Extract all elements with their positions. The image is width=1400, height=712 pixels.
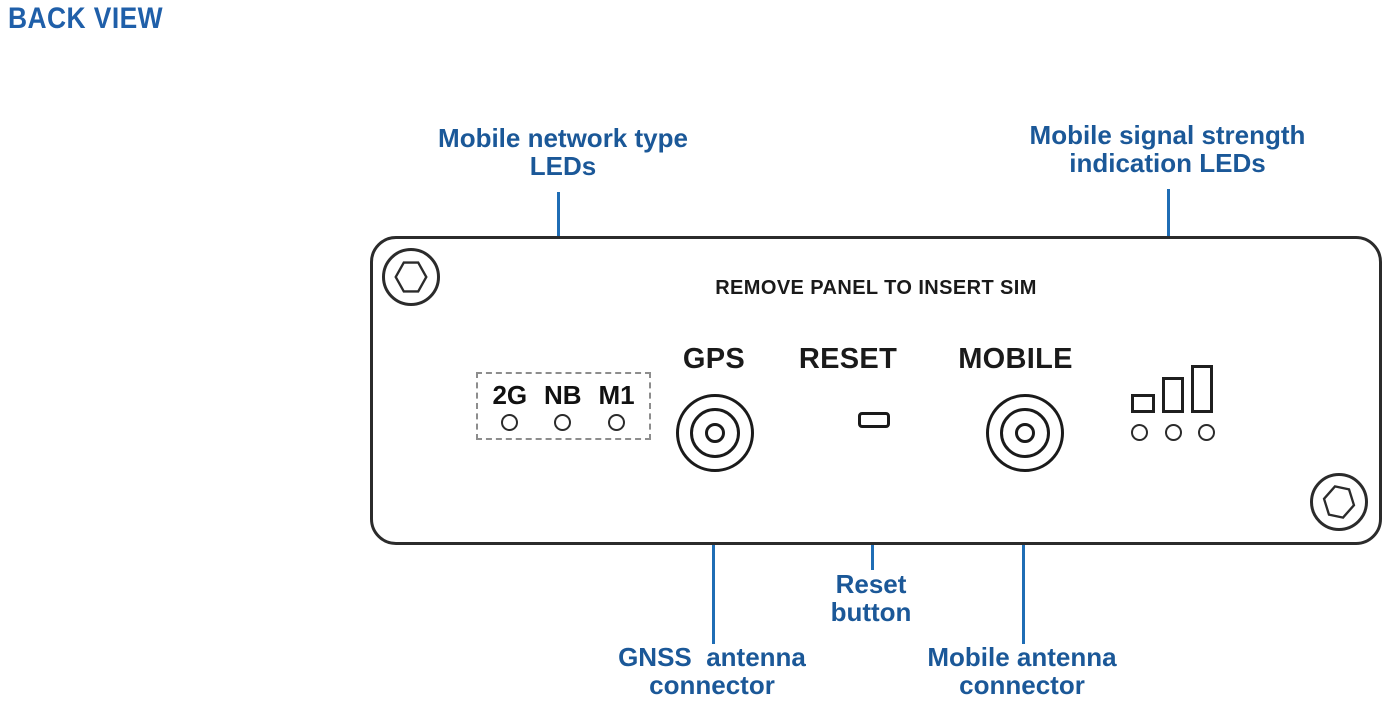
leader-line-gnss-connector xyxy=(712,470,715,644)
network-led-2g-label: 2G xyxy=(492,379,528,410)
device-back-panel: REMOVE PANEL TO INSERT SIM 2G NB M1 xyxy=(370,236,1382,545)
led-indicator-m1 xyxy=(608,413,625,431)
reset-port-label: RESET xyxy=(798,343,898,375)
page-title: BACK VIEW xyxy=(8,2,164,35)
hex-screw-top-left xyxy=(382,248,440,306)
callout-signal-strength-leds: Mobile signal strength indication LEDs xyxy=(1029,120,1306,178)
signal-strength-bars xyxy=(1131,365,1215,413)
network-led-m1-label: M1 xyxy=(598,379,635,410)
led-indicator-signal-2 xyxy=(1164,424,1182,441)
led-indicator-2g xyxy=(501,413,519,431)
callout-gnss-connector: GNSS antenna connector xyxy=(618,642,806,700)
gps-port-label: GPS xyxy=(682,343,746,375)
led-indicator-signal-3 xyxy=(1198,424,1215,441)
hexagon-icon xyxy=(1322,485,1356,519)
signal-strength-leds xyxy=(1131,424,1215,441)
callout-mobile-connector: Mobile antenna connector xyxy=(927,642,1117,700)
network-type-led-group: 2G NB M1 xyxy=(476,372,651,440)
leader-line-mobile-connector xyxy=(1022,470,1025,644)
hex-screw-bottom-right xyxy=(1310,473,1368,531)
connector-center-pin xyxy=(1015,423,1035,443)
connector-mid-ring xyxy=(690,408,740,458)
mobile-port-label: MOBILE xyxy=(958,343,1073,375)
led-indicator-signal-1 xyxy=(1131,424,1148,441)
network-led-nb: NB xyxy=(544,382,582,431)
led-indicator-nb xyxy=(554,413,572,431)
callout-network-type-leds: Mobile network type LEDs xyxy=(438,123,688,181)
connector-outer-ring xyxy=(986,394,1064,472)
signal-bar-1 xyxy=(1131,394,1155,413)
reset-button[interactable] xyxy=(858,412,890,428)
signal-bar-2 xyxy=(1162,377,1184,413)
remove-panel-note: REMOVE PANEL TO INSERT SIM xyxy=(715,277,1037,299)
network-led-nb-label: NB xyxy=(544,379,582,410)
signal-bar-3 xyxy=(1191,365,1213,413)
connector-center-pin xyxy=(705,423,725,443)
mobile-antenna-connector[interactable] xyxy=(986,394,1064,472)
connector-outer-ring xyxy=(676,394,754,472)
network-led-m1: M1 xyxy=(598,379,635,431)
hexagon-icon xyxy=(394,261,428,293)
network-led-2g: 2G xyxy=(492,382,527,431)
connector-mid-ring xyxy=(1000,408,1050,458)
signal-strength-group xyxy=(1131,365,1215,441)
gnss-antenna-connector[interactable] xyxy=(676,394,754,472)
callout-reset-button: Reset button xyxy=(830,569,912,627)
